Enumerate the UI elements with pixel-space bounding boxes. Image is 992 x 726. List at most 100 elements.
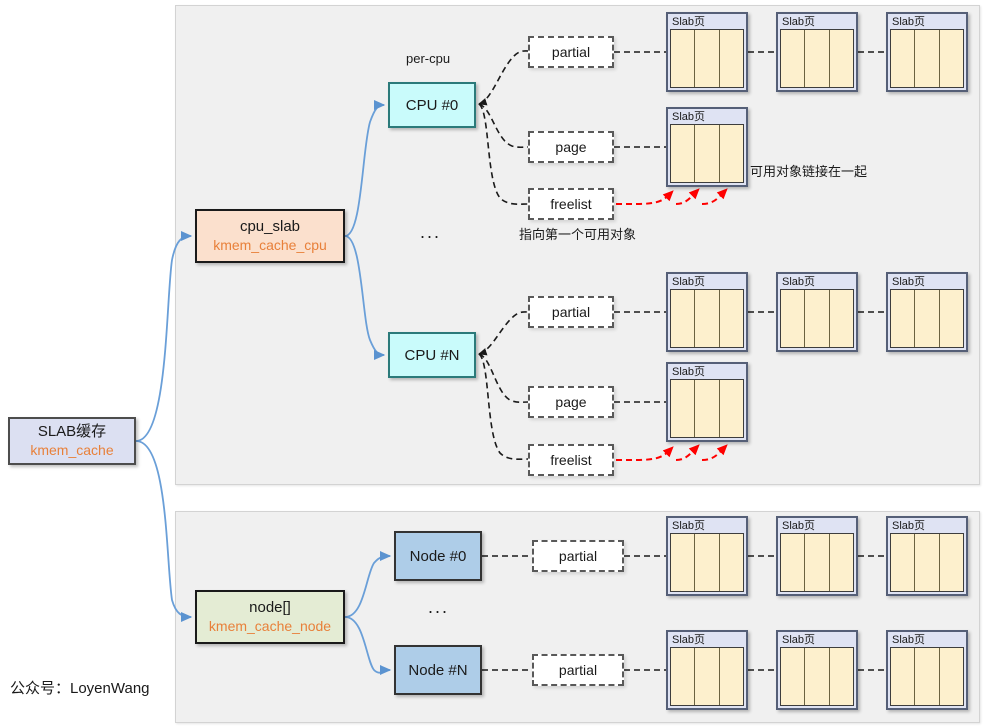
slab-cache-title: SLAB缓存 <box>37 423 107 440</box>
slab-object-slot[interactable] <box>805 30 830 87</box>
slab-object-slot[interactable] <box>805 290 830 347</box>
cpu-box-n[interactable]: CPU #N <box>388 332 476 378</box>
slab-object-slot[interactable] <box>829 534 853 591</box>
slab-object-row <box>890 647 964 706</box>
slab-object-row <box>670 289 744 348</box>
slab-object-row <box>670 647 744 706</box>
slab-object-slot[interactable] <box>719 648 743 705</box>
node-array-subtitle: kmem_cache_node <box>208 618 332 634</box>
slab-object-row <box>670 379 744 438</box>
slab-object-slot[interactable] <box>939 290 963 347</box>
slab-object-slot[interactable] <box>671 125 696 182</box>
slab-object-slot[interactable] <box>805 648 830 705</box>
slab-page[interactable]: Slab页 <box>776 516 858 596</box>
slab-object-slot[interactable] <box>695 534 720 591</box>
slab-object-slot[interactable] <box>695 380 720 437</box>
slab-object-slot[interactable] <box>915 30 940 87</box>
node-box-n[interactable]: Node #N <box>394 645 482 695</box>
cpu0-partial-label: partial <box>551 44 591 60</box>
slab-object-slot[interactable] <box>671 380 696 437</box>
slab-object-slot[interactable] <box>805 534 830 591</box>
slab-object-slot[interactable] <box>781 290 806 347</box>
slab-page[interactable]: Slab页 <box>776 630 858 710</box>
slab-object-slot[interactable] <box>719 380 743 437</box>
cpuN-partial-box[interactable]: partial <box>528 296 614 328</box>
slab-object-row <box>780 289 854 348</box>
slab-page[interactable]: Slab页 <box>886 12 968 92</box>
cpu0-freelist-box[interactable]: freelist <box>528 188 614 220</box>
nodeN-partial-label: partial <box>558 662 598 678</box>
slab-object-slot[interactable] <box>939 534 963 591</box>
slab-object-slot[interactable] <box>891 30 916 87</box>
slab-object-slot[interactable] <box>695 125 720 182</box>
slab-object-slot[interactable] <box>719 30 743 87</box>
slab-object-slot[interactable] <box>939 30 963 87</box>
node-ellipsis: ... <box>428 597 450 617</box>
cpu0-page-box[interactable]: page <box>528 131 614 163</box>
slab-object-slot[interactable] <box>829 648 853 705</box>
cpu0-partial-box[interactable]: partial <box>528 36 614 68</box>
slab-page[interactable]: Slab页 <box>886 516 968 596</box>
node-box-0-label: Node #0 <box>409 547 467 565</box>
slab-page-label: Slab页 <box>782 634 816 646</box>
node0-partial-label: partial <box>558 548 598 564</box>
slab-object-slot[interactable] <box>719 290 743 347</box>
slab-page-label: Slab页 <box>782 16 816 28</box>
slab-object-slot[interactable] <box>695 30 720 87</box>
cpu-box-0-label: CPU #0 <box>405 96 459 114</box>
watermark: 公众号：LoyenWang <box>10 680 150 697</box>
slab-page[interactable]: Slab页 <box>776 12 858 92</box>
slab-object-slot[interactable] <box>695 648 720 705</box>
per-cpu-label: per-cpu <box>406 51 451 66</box>
slab-object-slot[interactable] <box>695 290 720 347</box>
cpu-box-0[interactable]: CPU #0 <box>388 82 476 128</box>
slab-page[interactable]: Slab页 <box>666 362 748 442</box>
slab-object-slot[interactable] <box>829 290 853 347</box>
slab-page-label: Slab页 <box>672 520 706 532</box>
cpuN-freelist-box[interactable]: freelist <box>528 444 614 476</box>
nodeN-partial-box[interactable]: partial <box>532 654 624 686</box>
slab-object-slot[interactable] <box>781 534 806 591</box>
slab-page[interactable]: Slab页 <box>886 272 968 352</box>
slab-object-slot[interactable] <box>671 648 696 705</box>
slab-object-slot[interactable] <box>915 534 940 591</box>
slab-object-row <box>780 29 854 88</box>
slab-object-slot[interactable] <box>671 534 696 591</box>
slab-page[interactable]: Slab页 <box>776 272 858 352</box>
slab-page[interactable]: Slab页 <box>666 630 748 710</box>
slab-page[interactable]: Slab页 <box>666 516 748 596</box>
node0-partial-box[interactable]: partial <box>532 540 624 572</box>
slab-object-row <box>670 29 744 88</box>
slab-cache-box[interactable]: SLAB缓存 kmem_cache <box>8 417 136 465</box>
slab-object-slot[interactable] <box>891 290 916 347</box>
slab-page[interactable]: Slab页 <box>666 12 748 92</box>
slab-cache-subtitle: kmem_cache <box>30 442 114 458</box>
slab-object-slot[interactable] <box>891 534 916 591</box>
slab-object-slot[interactable] <box>719 534 743 591</box>
node-array-title: node[] <box>249 599 291 616</box>
cpuN-partial-label: partial <box>551 304 591 320</box>
slab-object-row <box>890 533 964 592</box>
node-array-box[interactable]: node[] kmem_cache_node <box>195 590 345 644</box>
slab-page[interactable]: Slab页 <box>666 272 748 352</box>
cpu-slab-box[interactable]: cpu_slab kmem_cache_cpu <box>195 209 345 263</box>
slab-page-label: Slab页 <box>892 634 926 646</box>
slab-object-slot[interactable] <box>781 30 806 87</box>
slab-object-slot[interactable] <box>781 648 806 705</box>
slab-object-slot[interactable] <box>719 125 743 182</box>
slab-object-row <box>890 29 964 88</box>
slab-page-label: Slab页 <box>672 276 706 288</box>
slab-object-row <box>890 289 964 348</box>
cpuN-page-box[interactable]: page <box>528 386 614 418</box>
slab-object-slot[interactable] <box>915 648 940 705</box>
slab-page[interactable]: Slab页 <box>666 107 748 187</box>
node-box-0[interactable]: Node #0 <box>394 531 482 581</box>
slab-page[interactable]: Slab页 <box>886 630 968 710</box>
slab-object-slot[interactable] <box>939 648 963 705</box>
slab-object-slot[interactable] <box>671 290 696 347</box>
slab-object-slot[interactable] <box>829 30 853 87</box>
slab-object-slot[interactable] <box>915 290 940 347</box>
slab-object-slot[interactable] <box>671 30 696 87</box>
slab-object-row <box>670 124 744 183</box>
slab-object-slot[interactable] <box>891 648 916 705</box>
